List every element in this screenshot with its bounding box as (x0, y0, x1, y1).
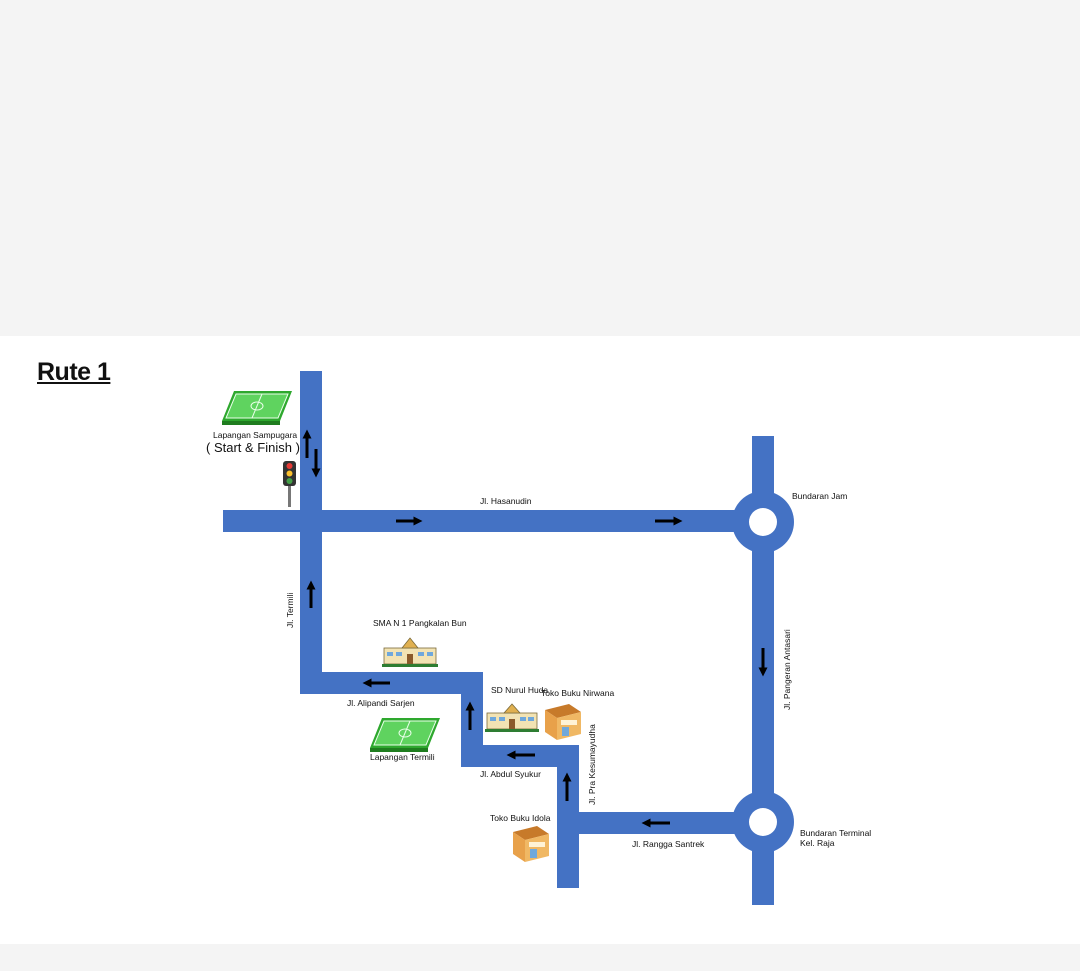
direction-arrows (302, 429, 768, 828)
label-jl-abdul-syukur: Jl. Abdul Syukur (480, 769, 541, 779)
label-toko-buku-nirwana: Toko Buku Nirwana (541, 688, 615, 698)
label-sd-nurul-huda: SD Nurul Huda (491, 685, 548, 695)
roundabout-inner-jam (749, 508, 777, 536)
road-jl-hasanudin (223, 510, 763, 532)
label-lapangan-sampugara: Lapangan Sampugara (213, 430, 297, 440)
label-kel-raja: Kel. Raja (800, 838, 835, 848)
map-labels: Lapangan Sampugara ( Start & Finish ) Jl… (206, 430, 871, 849)
bottom-blank-area (0, 944, 1080, 971)
label-sman1: SMA N 1 Pangkalan Bun (373, 618, 467, 628)
football-field-icon (370, 718, 440, 752)
top-blank-area (0, 0, 1080, 336)
school-building-icon (485, 703, 539, 732)
label-jl-hasanudin: Jl. Hasanudin (480, 496, 532, 506)
road-jl-alipandi-sarjen (300, 672, 483, 694)
label-jl-rangga-santrek: Jl. Rangga Santrek (632, 839, 705, 849)
label-bundaran-terminal: Bundaran Terminal (800, 828, 871, 838)
shop-building-icon (513, 826, 549, 862)
route-map: Rute 1 (0, 336, 1080, 944)
map-title: Rute 1 (37, 358, 111, 386)
label-jl-termili: Jl. Termili (285, 593, 295, 628)
label-lapangan-termili: Lapangan Termili (370, 752, 435, 762)
road-network (223, 371, 794, 905)
road-segment-down-1 (461, 672, 483, 767)
label-start-finish: ( Start & Finish ) (206, 440, 300, 455)
label-jl-pra-kesumayudha: Jl. Pra Kesumayudha (587, 724, 597, 805)
shop-building-icon (545, 704, 581, 740)
label-bundaran-jam: Bundaran Jam (792, 491, 847, 501)
label-toko-buku-idola: Toko Buku Idola (490, 813, 551, 823)
label-jl-alipandi-sarjen: Jl. Alipandi Sarjen (347, 698, 415, 708)
traffic-light-icon (283, 461, 296, 507)
school-building-icon (382, 637, 438, 667)
football-field-icon (222, 391, 292, 425)
roundabout-inner-terminal (749, 808, 777, 836)
label-jl-pangeran-antasari: Jl. Pangeran Antasari (782, 629, 792, 710)
route-map-canvas: Lapangan Sampugara ( Start & Finish ) Jl… (206, 371, 871, 905)
